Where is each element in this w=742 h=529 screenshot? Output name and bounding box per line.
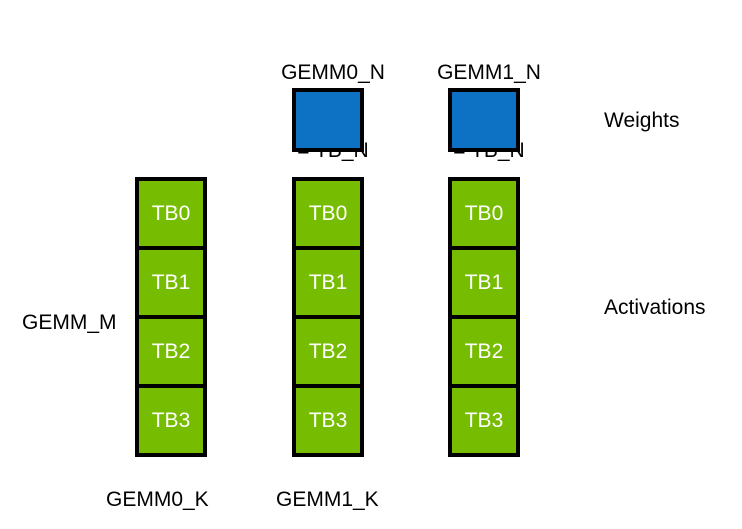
activation-cell: TB3 (448, 384, 520, 457)
activation-cell: TB1 (448, 246, 520, 319)
gemm0-weight-block (292, 88, 364, 152)
activation-column-0: TB0 TB1 TB2 TB3 (135, 177, 207, 457)
gemm1-weight-block (448, 88, 520, 152)
activation-column-1: TB0 TB1 TB2 TB3 (292, 177, 364, 457)
gemm0-n-label-line1: GEMM0_N (281, 61, 385, 84)
gemm-m-label: GEMM_M (22, 311, 117, 334)
activation-cell: TB2 (448, 315, 520, 388)
gemm1-n-label-line1: GEMM1_N (437, 61, 541, 84)
activation-cell: TB2 (292, 315, 364, 388)
activation-cell: TB0 (135, 177, 207, 250)
activation-cell: TB2 (135, 315, 207, 388)
activation-cell: TB1 (135, 246, 207, 319)
activation-cell: TB3 (292, 384, 364, 457)
gemm0-k-label: GEMM0_K (106, 488, 209, 511)
activation-cell: TB0 (448, 177, 520, 250)
activation-column-2: TB0 TB1 TB2 TB3 (448, 177, 520, 457)
activation-cell: TB3 (135, 384, 207, 457)
gemm1-k-label: GEMM1_K (276, 488, 379, 511)
weights-category-label: Weights (604, 109, 680, 132)
activations-category-label: Activations (604, 296, 706, 319)
activation-cell: TB0 (292, 177, 364, 250)
activation-cell: TB1 (292, 246, 364, 319)
